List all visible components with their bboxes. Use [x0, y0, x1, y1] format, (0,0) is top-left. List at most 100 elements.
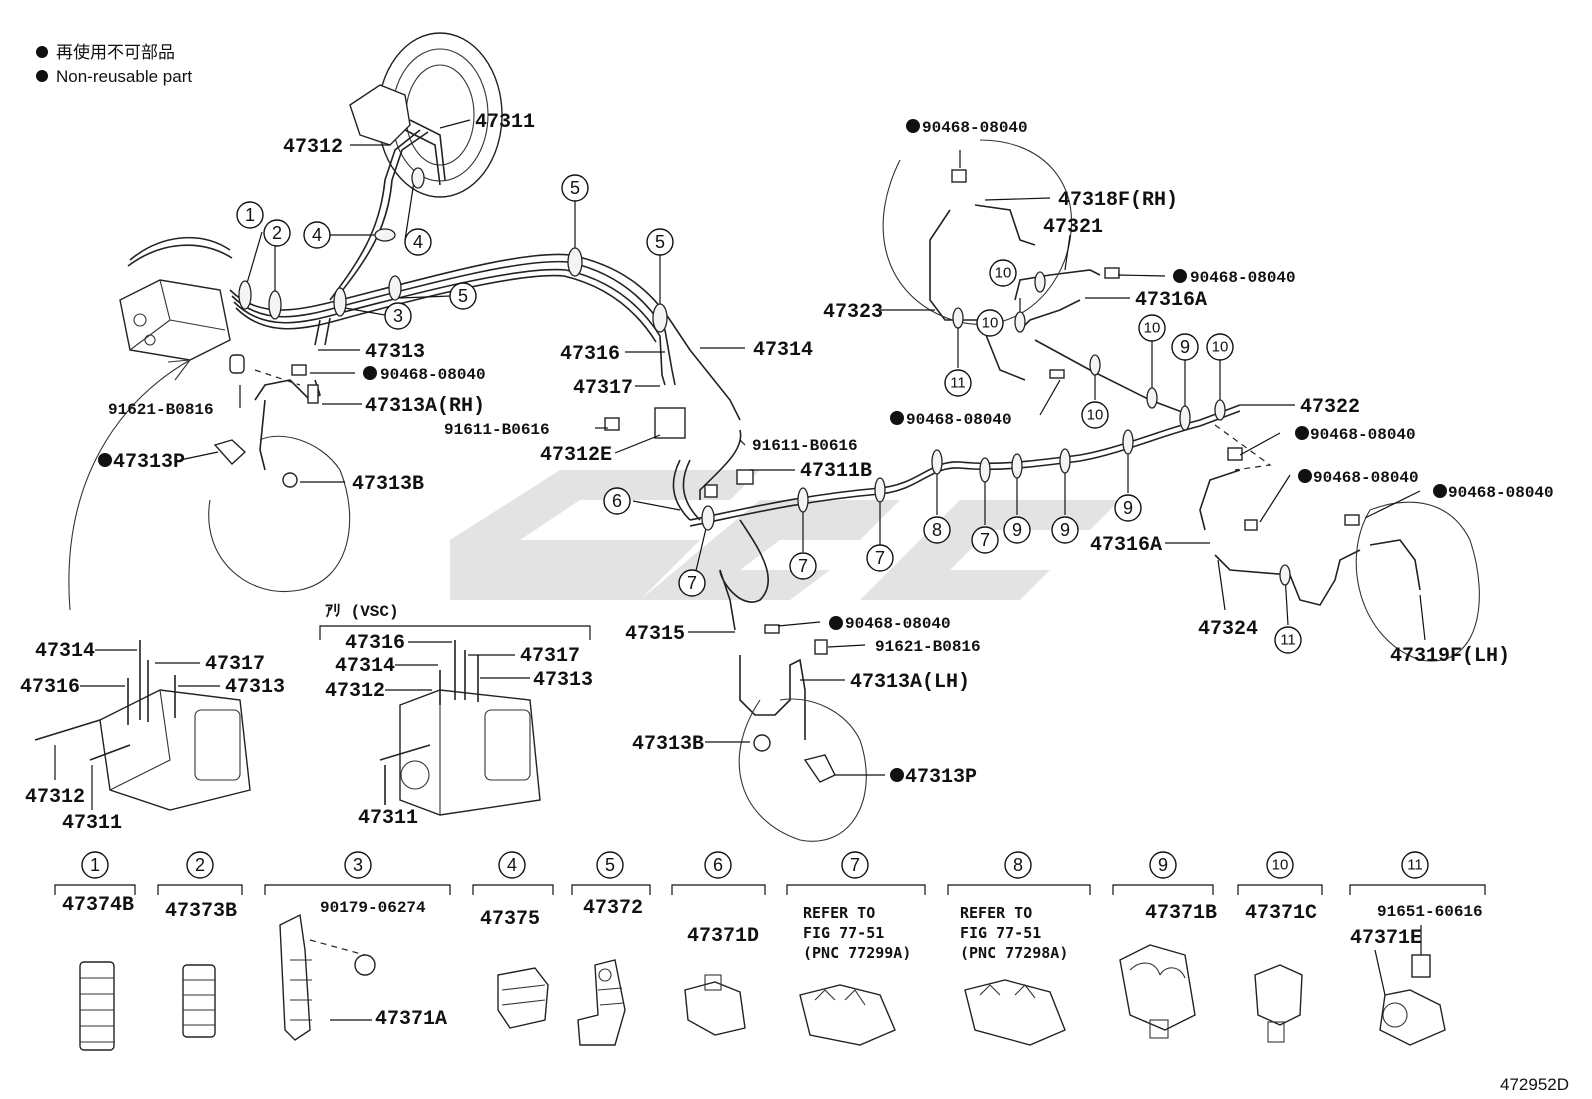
label-47312: 47312 — [25, 786, 85, 809]
label-47316: 47316 — [345, 632, 405, 655]
callout-10: 10 — [1081, 401, 1109, 429]
svg-text:7: 7 — [850, 855, 860, 875]
label-91611-B0616: 91611-B0616 — [444, 421, 550, 439]
label-47312: 47312 — [325, 680, 385, 703]
label-90468-08040: 90468-08040 — [1448, 484, 1554, 502]
detail-circles — [68, 139, 1480, 842]
label-47324: 47324 — [1198, 618, 1258, 641]
label-47311: 47311 — [475, 111, 535, 134]
part-labels: 47311 47312 47313 90468-08040 91621-B081… — [108, 111, 1554, 789]
clamp-10-icon — [1254, 964, 1303, 1043]
svg-text:4: 4 — [413, 232, 423, 252]
svg-text:4: 4 — [507, 855, 517, 875]
label-47313B: 47313B — [352, 473, 424, 496]
svg-text:2: 2 — [272, 223, 282, 243]
callout-9: 9 — [1051, 516, 1079, 544]
label-90468-08040: 90468-08040 — [845, 615, 951, 633]
svg-text:4: 4 — [312, 225, 322, 245]
svg-text:11: 11 — [950, 375, 966, 392]
callout-7: 7 — [971, 526, 999, 554]
non-reusable-dot-icon — [98, 453, 112, 467]
svg-text:10: 10 — [995, 265, 1012, 282]
svg-text:7: 7 — [875, 548, 885, 568]
label-47313B: 47313B — [632, 733, 704, 756]
svg-text:5: 5 — [570, 178, 580, 198]
clamp-7-ref-line1: REFER TO — [803, 904, 875, 922]
callout-7: 7 — [866, 544, 894, 572]
clamp-1-icon — [79, 961, 115, 1051]
clamp-3-icon — [279, 913, 376, 1041]
clamp-col-6: 6 47371D — [671, 851, 766, 1036]
clamp-part-47371B: 47371B — [1145, 902, 1217, 925]
callout-7: 7 — [789, 552, 817, 580]
clamp-8-ref-line3: (PNC 77298A) — [960, 944, 1068, 962]
label-47311: 47311 — [358, 807, 418, 830]
label-47313A-rh: 47313A(RH) — [365, 395, 485, 418]
clamp-part-47375: 47375 — [480, 908, 540, 931]
clamp-5-icon — [577, 959, 626, 1046]
callout-4: 4 — [404, 228, 432, 256]
label-91611-B0616: 91611-B0616 — [752, 437, 858, 455]
callout-3: 3 — [384, 302, 412, 330]
clamp-6-icon — [684, 974, 746, 1036]
label-47314: 47314 — [753, 339, 813, 362]
label-47317: 47317 — [573, 377, 633, 400]
non-reusable-dot-icon — [363, 366, 377, 380]
non-reusable-dot-icon — [829, 616, 843, 630]
legend: 再使用不可部品 Non-reusable part — [36, 42, 192, 86]
svg-text:8: 8 — [932, 520, 942, 540]
label-47313: 47313 — [533, 669, 593, 692]
non-reusable-dot-icon — [890, 768, 904, 782]
label-47316A: 47316A — [1135, 289, 1207, 312]
svg-text:5: 5 — [458, 286, 468, 306]
callout-8: 8 — [923, 516, 951, 544]
svg-text:9: 9 — [1158, 855, 1168, 875]
callout-10: 10 — [989, 259, 1017, 287]
callout-9: 9 — [1003, 516, 1031, 544]
brake-booster — [349, 32, 503, 198]
non-reusable-dot-icon — [906, 119, 920, 133]
svg-text:8: 8 — [1013, 855, 1023, 875]
clamp-col-7: 7 REFER TO FIG 77-51 (PNC 77299A) — [786, 851, 926, 1046]
label-47312E: 47312E — [540, 444, 612, 467]
callout-11: 11 — [944, 369, 972, 397]
clamp-8-ref-line1: REFER TO — [960, 904, 1032, 922]
abs-actuator-detail-vsc: ｱﾘ (VSC) 47316 47317 47314 47313 47312 4… — [319, 603, 593, 830]
svg-text:3: 3 — [393, 306, 403, 326]
clamp-col-2: 2 47373B — [157, 851, 243, 1038]
svg-text:5: 5 — [605, 855, 615, 875]
label-47315: 47315 — [625, 623, 685, 646]
callout-7: 7 — [678, 569, 706, 597]
label-47313: 47313 — [365, 341, 425, 364]
callout-10: 10 — [976, 309, 1004, 337]
svg-text:1: 1 — [245, 205, 255, 225]
clamp-8-icon — [964, 979, 1066, 1046]
callout-5: 5 — [449, 282, 477, 310]
non-reusable-dot-icon — [1173, 269, 1187, 283]
legend-ja: 再使用不可部品 — [56, 42, 175, 62]
label-90468-08040: 90468-08040 — [380, 366, 486, 384]
vsc-label: ｱﾘ (VSC) — [325, 603, 399, 621]
svg-text:9: 9 — [1060, 520, 1070, 540]
clamp-4-icon — [497, 967, 549, 1029]
label-90468-08040: 90468-08040 — [922, 119, 1028, 137]
svg-text:7: 7 — [980, 530, 990, 550]
callout-2: 2 — [263, 219, 291, 247]
non-reusable-dot-icon — [1295, 426, 1309, 440]
label-47312: 47312 — [283, 136, 343, 159]
clamp-7-ref-line3: (PNC 77299A) — [803, 944, 911, 962]
label-47316: 47316 — [20, 676, 80, 699]
label-90468-08040: 90468-08040 — [1313, 469, 1419, 487]
label-90468-08040: 90468-08040 — [1310, 426, 1416, 444]
clamp-part-47372: 47372 — [583, 897, 643, 920]
label-90468-08040: 90468-08040 — [1190, 269, 1296, 287]
svg-text:1: 1 — [90, 855, 100, 875]
callout-9: 9 — [1114, 494, 1142, 522]
callout-5: 5 — [561, 174, 589, 202]
callout-9: 9 — [1171, 333, 1199, 361]
non-reusable-dot-icon — [1433, 484, 1447, 498]
clamp-11-icon — [1374, 925, 1446, 1046]
svg-text:3: 3 — [353, 855, 363, 875]
svg-text:11: 11 — [1280, 632, 1296, 649]
